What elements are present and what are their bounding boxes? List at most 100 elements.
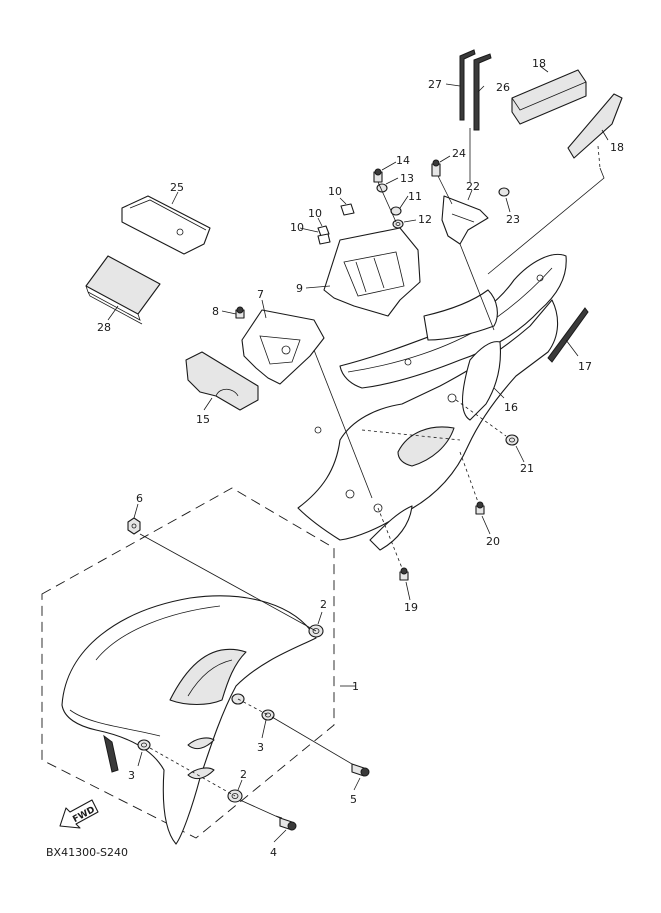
callout-1: 1 (352, 680, 359, 693)
diagram-reference-code: BX41300-S240 (46, 846, 128, 859)
fender-side-vent (169, 648, 247, 706)
callout-10-a: 10 (328, 185, 342, 198)
callout-15: 15 (196, 413, 210, 426)
front-fender-group (41, 487, 370, 845)
fender-slot-lower (187, 767, 215, 780)
axis-bolt14-washer (377, 181, 397, 223)
callout-10-c: 10 (290, 221, 304, 234)
fender-rib (103, 734, 119, 773)
grommet-12 (392, 219, 404, 229)
callout-12: 12 (418, 213, 432, 226)
tool-pouch-25 (121, 195, 211, 255)
callout-10-b: 10 (308, 207, 322, 220)
clip-10c (317, 233, 331, 245)
wire-27 (459, 49, 476, 121)
forward-arrow-icon: FWD (59, 799, 99, 829)
callout-26: 26 (496, 81, 510, 94)
callout-7: 7 (257, 288, 264, 301)
owners-manual-28 (85, 255, 161, 315)
mount-hole-a (345, 489, 355, 499)
axis-hole-to-screw19 (377, 507, 403, 569)
callout-28: 28 (97, 321, 111, 334)
battery-box-rib (355, 257, 385, 293)
bolt-lower (275, 815, 297, 831)
cover-plate-15 (185, 351, 259, 411)
axis-nut-to-bushing (139, 533, 317, 632)
callout-13: 13 (400, 172, 414, 185)
axis-bracket-cowl (459, 243, 495, 331)
bolt-upper (351, 763, 370, 777)
axis-inner-to-screw20 (459, 451, 479, 503)
mount-hole-b (373, 503, 383, 513)
collar-right (261, 709, 275, 721)
callout-22: 22 (466, 180, 480, 193)
callout-8: 8 (212, 305, 219, 318)
axis-pad-dashed (597, 145, 601, 169)
nut-top (127, 517, 141, 535)
callout-4: 4 (270, 846, 277, 859)
callout-17: 17 (578, 360, 592, 373)
callout-25: 25 (170, 181, 184, 194)
owners-manual-pages (85, 285, 143, 325)
pad-18-upper (511, 69, 587, 125)
cowl-lower-tip (369, 505, 413, 551)
bolt-14 (373, 168, 383, 183)
callout-leaders (107, 65, 609, 843)
pad-18-lower (567, 93, 623, 159)
callout-20: 20 (486, 535, 500, 548)
mount-hole-e (404, 358, 412, 366)
screw-8 (235, 306, 245, 319)
callout-23: 23 (506, 213, 520, 226)
grommet-21 (505, 434, 519, 446)
callout-2-lower: 2 (240, 768, 247, 781)
axis-hole-to-grommet (455, 399, 507, 437)
callout-2-upper: 2 (320, 598, 327, 611)
wire-26 (473, 53, 492, 131)
accessory-group (85, 49, 623, 331)
callout-6: 6 (136, 492, 143, 505)
callout-labels: 1 2 2 3 3 4 5 6 7 8 9 10 10 10 11 12 13 … (97, 57, 624, 859)
callout-19: 19 (404, 601, 418, 614)
fender-assembly-boundary (41, 487, 335, 839)
mount-hole-c (447, 393, 457, 403)
callout-18-lower: 18 (610, 141, 624, 154)
nut-23 (498, 187, 510, 197)
fender-arch-line (95, 605, 221, 661)
front-fender (61, 595, 317, 845)
mount-hole-d (314, 426, 322, 434)
tail-seat-top (423, 289, 498, 341)
pad-18-upper-edge (511, 81, 587, 111)
callout-9: 9 (296, 282, 303, 295)
axis-cowl-crossline (361, 429, 461, 441)
tool-pouch-button (176, 228, 184, 236)
tool-pouch-flap (129, 199, 207, 231)
callout-3-left: 3 (128, 769, 135, 782)
rear-cowl-group (297, 253, 589, 581)
mount-hole-f (536, 274, 544, 282)
rail-strip-17 (547, 307, 589, 363)
fender-slot-upper (187, 737, 215, 750)
side-fairing-16 (462, 341, 501, 421)
callout-11: 11 (408, 190, 422, 203)
axis-bushing-to-bolt4 (239, 799, 281, 819)
clip-10b (317, 225, 330, 237)
clip-10a (340, 203, 355, 216)
callout-18-upper: 18 (532, 57, 546, 70)
axis-pad-to-cowl (487, 167, 605, 275)
callout-24: 24 (452, 147, 466, 160)
screw-19 (399, 567, 409, 581)
axis-collar-to-bolt5 (271, 716, 353, 765)
bracket-7-inner (259, 335, 301, 365)
fender-edge-line (69, 709, 161, 737)
axis-bracket-to-cowl (313, 349, 373, 499)
callout-5: 5 (350, 793, 357, 806)
license-bracket-slot (451, 213, 475, 223)
bracket-7-hole (281, 345, 291, 355)
axis-left-collar (149, 747, 236, 797)
battery-box-9 (323, 227, 421, 317)
callout-27: 27 (428, 78, 442, 91)
callout-3-right: 3 (257, 741, 264, 754)
bracket-group (185, 168, 421, 499)
axis-bolt24 (437, 175, 453, 205)
